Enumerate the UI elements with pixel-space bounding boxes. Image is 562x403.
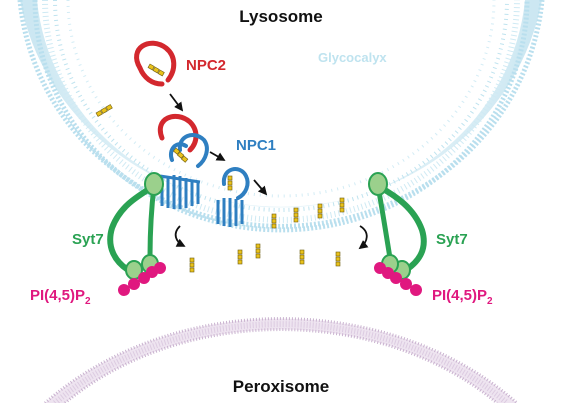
lysosome-label: Lysosome [239, 7, 322, 26]
cholesterol-molecule-icon [173, 147, 189, 163]
transfer-arrow [358, 225, 369, 250]
npc2-protein-icon [157, 114, 199, 153]
pip2-lipid-icon [374, 262, 422, 296]
transfer-arrow [253, 179, 268, 196]
syt7-label-right: Syt7 [436, 231, 468, 248]
cholesterol-molecule-icon [147, 63, 165, 77]
glycocalyx-layer [53, 0, 509, 212]
cholesterol-molecule-icon [227, 175, 233, 191]
cholesterol-molecule-icon [271, 197, 345, 229]
syt7-protein-icon [107, 172, 164, 280]
syt7-label-left: Syt7 [72, 231, 104, 248]
peroxisome-membrane [44, 317, 518, 403]
pip2-lipid-icon [118, 262, 166, 296]
pip2-label-left: PI(4,5)P2 [30, 287, 91, 307]
npc1-transmembrane [159, 174, 201, 209]
glycocalyx-label: Glycocalyx [318, 50, 387, 65]
transfer-arrow [209, 151, 226, 161]
npc1-transmembrane [216, 198, 244, 227]
peroxisome-label: Peroxisome [233, 377, 329, 396]
npc1-label: NPC1 [236, 137, 276, 154]
cholesterol-molecule-icon [189, 243, 341, 273]
npc1-protein-icon [221, 167, 250, 200]
syt7-protein-icon [368, 172, 427, 280]
npc1-protein-icon [169, 133, 209, 168]
npc2-protein-icon [134, 40, 177, 87]
pip2-label-right: PI(4,5)P2 [432, 287, 493, 307]
npc2-label: NPC2 [186, 57, 226, 74]
lysosome-membrane [17, 0, 545, 233]
transfer-arrow [174, 225, 186, 247]
transfer-arrow [169, 93, 184, 112]
cholesterol-molecule-icon [95, 104, 113, 117]
